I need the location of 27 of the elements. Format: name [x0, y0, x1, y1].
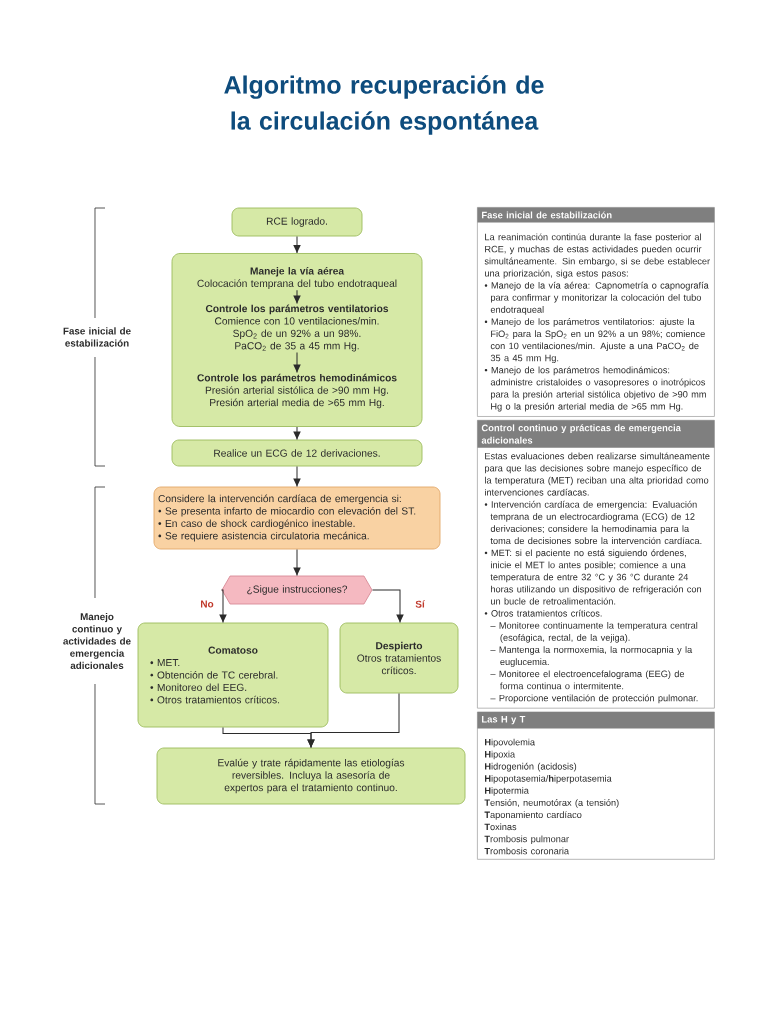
process-box: RCE logrado.: [231, 207, 363, 237]
arrow: [219, 589, 227, 624]
decision-hexagon: ¿Sigue instrucciones?: [221, 575, 373, 605]
arrow: [307, 692, 400, 749]
process-box: Realice un ECG de 12 derivaciones.: [171, 439, 423, 467]
process-box: Considere la intervención cardíaca de emergencia si: • Se presenta infarto de miocardio con elevación del ST. • En caso de shock cardiogénico inestable. • Se requiere asistencia circulatoria mecánica.: [153, 486, 441, 550]
info-panel: Las H y T Hipovolemia Hipoxia Hidrogenión (acidosis) Hipopotasemia/hiperpotasemia Hipotermia Tensión, neumotórax (a tensión) Taponamiento cardíaco Toxinas Trombosis pulmonar Trombosis coronaria: [477, 711, 715, 860]
info-panel: Control continuo y prácticas de emergencia adicionales Estas evaluaciones deben realizarse simultáneamente para que las decisiones sobre manejo específico de la temperatura (MET) reciban una alta prioridad como intervenciones cardíacas. • Intervención cardíaca de emergencia: Evaluación temprana de un electrocardiograma (ECG) de 12 derivaciones; considere la hemodinamia para la toma de decisiones sobre la intervención cardíaca. • MET: si el paciente no está siguiendo órdenes, inicie el MET lo antes posible; comience a una temperatura de entre 32 °C y 36 °C durante 24 horas utilizando un dispositivo de refrigeración con un bucle de retroalimentación. • Otros tratamientos críticos. – Monitoree continuamente la temperatura central (esofágica, rectal, de la vejiga). – Mantenga la normoxemia, la normocapnia y la euglucemia. – Monitoree el electroencefalograma (EEG) de forma continua o intermitente. – Proporcione ventilación de protección pulmonar.: [477, 419, 715, 709]
arrow: [293, 548, 301, 577]
info-panel: Fase inicial de estabilización La reanimación continúa durante la fase posterior al RCE, y muchas de estas actividades pueden ocurrir simultáneamente. Sin embargo, si se debe establecer una priorización, siga estos pasos: • Manejo de la vía aérea: Capnometría o capnografía para confirmar y monitorizar la colocación del tubo endotraqueal • Manejo de los parámetros ventilatorios: ajuste la FiO$_{2}$ para la SpO$_{2}$ en un 92% a un 98%; comience con 10 ventilaciones/min. Ajuste a una PaCO$_{2}$ de 35 a 45 mm Hg. • Manejo de los parámetros hemodinámicos: administre cristaloides o vasopresores o inotrópicos para la presión arterial sistólica objetivo de >90 mm Hg o la presión arterial media de >65 mm Hg.: [477, 207, 715, 417]
step-text: Controle los parámetros ventilatorios Comience con 10 ventilaciones/min. SpO$_{2}$ de un 92% a un 98%. PaCO$_{2}$ de 35 a 45 mm Hg.: [205, 304, 389, 352]
section-label: Fase inicial de estabilización: [63, 327, 131, 347]
process-box: [171, 253, 423, 427]
process-box: Comatoso • MET. • Obtención de TC cerebral. • Monitoreo del EEG. • Otros tratamientos críticos.: [137, 622, 329, 728]
edge-label: Sí: [414, 599, 426, 609]
process-box: Despierto Otros tratamientos críticos.: [339, 622, 459, 694]
step-text: Maneje la vía aérea Colocación temprana del tubo endotraqueal: [197, 267, 397, 289]
step-text: Controle los parámetros hemodinámicos Presión arterial sistólica de >90 mm Hg. Presión arterial media de >65 mm Hg.: [197, 373, 397, 409]
arrow: [293, 235, 301, 254]
arrow: [293, 352, 301, 374]
arrow: [293, 426, 301, 441]
arrow: [293, 465, 301, 488]
edge-label: No: [199, 599, 215, 609]
arrow: [372, 589, 404, 624]
arrow: [293, 289, 301, 304]
title: Algoritmo recuperación de la circulación espontánea: [224, 75, 544, 135]
process-box: Evalúe y trate rápidamente las etiologías reversibles. Incluya la asesoría de expertos para el tratamiento continuo.: [156, 747, 466, 805]
